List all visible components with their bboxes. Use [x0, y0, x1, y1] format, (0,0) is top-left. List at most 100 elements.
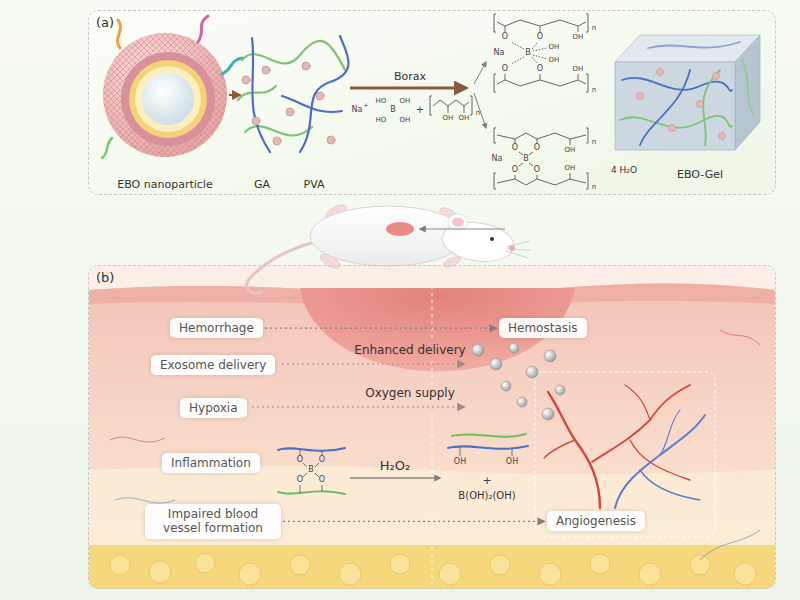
skin-illustration — [315, 463, 319, 467]
skin-illustration — [526, 366, 538, 378]
mouse-illustration — [506, 249, 531, 250]
skin-illustration — [472, 344, 484, 356]
text-label: O — [512, 166, 518, 174]
text-label: OH — [565, 147, 576, 154]
dotted-arrow — [283, 521, 545, 522]
nanoparticle-drawing — [121, 52, 215, 146]
nanoparticle-drawing — [135, 66, 201, 132]
reaction-drawing — [532, 43, 537, 49]
skin-illustration — [278, 448, 345, 451]
reaction-drawing — [540, 74, 541, 80]
skin-illustration — [339, 563, 361, 585]
mouse-illustration — [452, 218, 464, 227]
box-label: Impaired blood vessel formation — [154, 507, 272, 536]
text-label: n — [592, 184, 596, 191]
reaction-drawing — [511, 42, 524, 49]
text-label: Borax — [394, 71, 426, 82]
text-label: B — [308, 466, 314, 474]
reaction-drawing — [494, 14, 588, 32]
gel-cube — [620, 116, 732, 128]
text-label: n — [476, 110, 480, 117]
nanoparticle-drawing — [103, 33, 227, 157]
skin-illustration — [282, 363, 464, 364]
polymer-drawing — [316, 92, 324, 100]
skin-illustration — [542, 408, 554, 420]
nanoparticle-drawing — [117, 20, 120, 48]
box-label: Hemorrhage — [179, 321, 254, 335]
text-label: Na — [492, 155, 503, 163]
text-label: B — [523, 155, 529, 163]
skin-illustration — [544, 385, 705, 508]
text-label: HO — [376, 98, 387, 105]
gel-cube — [697, 101, 704, 108]
polymer-drawing — [242, 76, 250, 84]
text-label: n — [592, 87, 596, 94]
reaction-drawing — [570, 139, 571, 145]
skin-illustration — [734, 563, 756, 585]
reaction-drawing — [570, 173, 571, 179]
skin-illustration — [239, 563, 261, 585]
skin-illustration — [615, 415, 705, 508]
skin-illustration — [303, 463, 307, 467]
reaction-drawing — [515, 175, 516, 179]
text-label: OH — [549, 44, 560, 51]
panel-ground — [88, 10, 776, 195]
nanoparticle-drawing — [102, 16, 242, 158]
polymer-drawing — [262, 66, 270, 74]
text-label: PVA — [304, 179, 325, 190]
reaction-drawing — [533, 55, 547, 59]
skin-illustration — [625, 385, 650, 420]
text-label: O — [537, 65, 543, 73]
reaction-drawing — [578, 26, 579, 32]
skin-illustration — [555, 385, 565, 395]
text-label: B — [390, 106, 396, 114]
text-label: O — [534, 166, 540, 174]
skin-illustration — [512, 449, 513, 456]
mouse-illustration — [247, 242, 315, 293]
mouse-illustration — [506, 251, 528, 258]
text-label: HO — [376, 117, 387, 124]
skin-illustration — [439, 563, 461, 585]
text-label: n — [592, 139, 596, 146]
reaction-drawing — [494, 173, 588, 189]
label-box: Impaired blood vessel formation — [145, 504, 281, 539]
text-label: O — [319, 476, 325, 484]
skin-illustration — [592, 385, 690, 462]
label-box: Hemostasis — [499, 318, 587, 338]
gel-cube — [703, 70, 720, 145]
reaction-drawing — [350, 87, 466, 90]
text-label: O — [502, 33, 508, 41]
mouse-illustration — [490, 237, 494, 241]
text-label: + — [482, 475, 491, 486]
skin-illustration — [110, 437, 165, 442]
polymer-drawing — [238, 86, 276, 100]
polymer-drawing — [245, 126, 312, 135]
reaction-drawing — [464, 106, 465, 113]
nanoparticle-drawing — [229, 94, 240, 96]
nanoparticle-drawing — [222, 58, 242, 74]
text-label: B(OH)₂(OH) — [458, 491, 515, 501]
gel-cube — [719, 133, 726, 140]
nanoparticle-drawing — [142, 73, 194, 125]
reaction-drawing — [494, 74, 588, 92]
text-label: O — [297, 456, 303, 464]
mouse-illustration — [448, 214, 468, 230]
skin-illustration — [452, 434, 526, 437]
text-label: 4 H₂O — [611, 166, 637, 175]
text-label: O — [534, 144, 540, 152]
text-label: OH — [443, 115, 454, 122]
box-label: Exosome delivery — [160, 358, 266, 372]
polymer-drawing — [302, 62, 310, 70]
text-label: OH — [565, 165, 576, 172]
skin-illustration — [322, 451, 323, 455]
skin-illustration — [501, 381, 511, 391]
reaction-drawing — [533, 48, 547, 51]
reaction-drawing — [497, 20, 586, 26]
polymer-drawing — [242, 41, 345, 70]
reaction-drawing — [497, 133, 586, 139]
reaction-drawing — [532, 57, 537, 63]
text-label: OH — [573, 66, 584, 73]
